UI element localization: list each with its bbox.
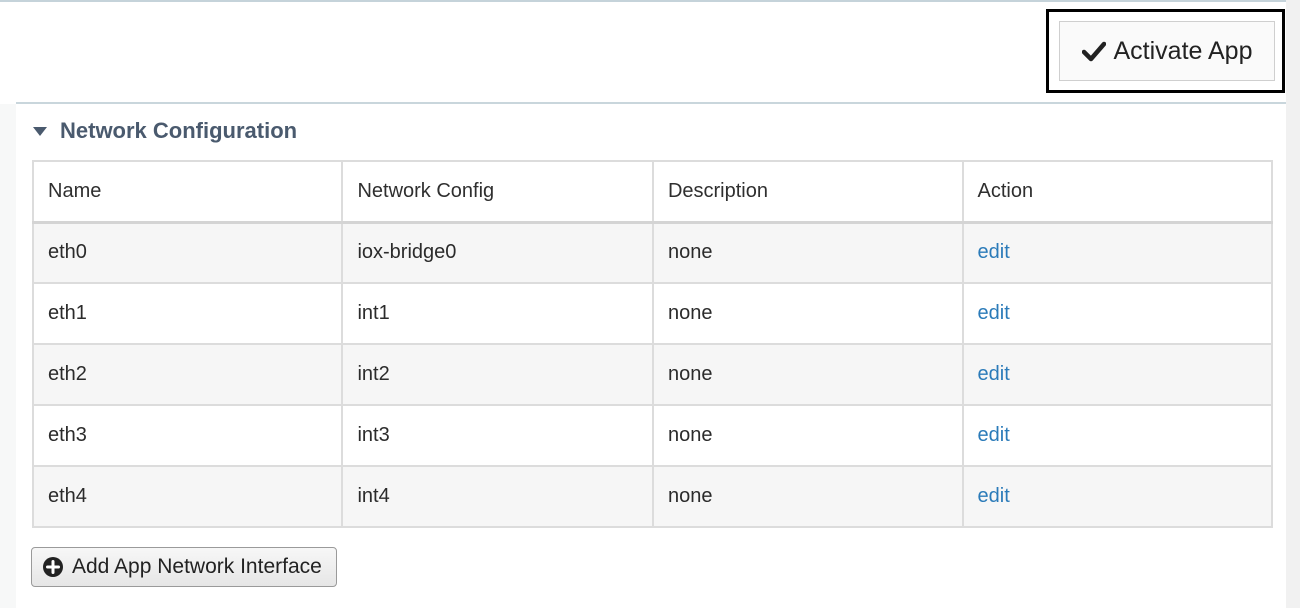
section-title: Network Configuration	[60, 118, 298, 143]
cell-network-config: int2	[341, 343, 654, 406]
cell-description: none	[651, 221, 964, 284]
edit-link[interactable]: edit	[977, 363, 1010, 385]
cell-network-config: int4	[341, 465, 654, 528]
table-row: eth0 iox-bridge0 none edit	[31, 221, 1274, 284]
activate-app-button[interactable]: Activate App	[1059, 21, 1275, 81]
table-row: eth2 int2 none edit	[31, 343, 1274, 406]
toolbar-divider	[16, 102, 1286, 104]
cell-action: edit	[961, 282, 1274, 345]
plus-circle-icon	[42, 556, 64, 578]
cell-description: none	[651, 343, 964, 406]
edit-link[interactable]: edit	[977, 302, 1010, 324]
cell-description: none	[651, 465, 964, 528]
cell-name: eth2	[31, 343, 344, 406]
table-row: eth1 int1 none edit	[31, 282, 1274, 345]
cell-action: edit	[961, 465, 1274, 528]
cell-name: eth0	[31, 221, 344, 284]
column-header-network-config: Network Config	[341, 160, 654, 224]
column-header-description: Description	[651, 160, 964, 224]
edit-link[interactable]: edit	[977, 241, 1010, 264]
cell-name: eth3	[31, 404, 344, 467]
cell-network-config: iox-bridge0	[341, 221, 654, 284]
network-config-toggle[interactable]: Network Configuration	[32, 118, 297, 144]
add-app-network-interface-label: Add App Network Interface	[72, 555, 322, 578]
cell-network-config: int1	[341, 282, 654, 345]
network-config-table: Name Network Config Description Action e…	[31, 160, 1274, 528]
edit-link[interactable]: edit	[977, 424, 1010, 446]
caret-down-icon	[32, 125, 48, 137]
table-row: eth4 int4 none edit	[31, 465, 1274, 528]
cell-network-config: int3	[341, 404, 654, 467]
scrollbar-gutter	[1286, 0, 1300, 608]
edit-link[interactable]: edit	[977, 485, 1010, 507]
table-row: eth3 int3 none edit	[31, 404, 1274, 467]
cell-name: eth4	[31, 465, 344, 528]
table-header-row: Name Network Config Description Action	[31, 160, 1274, 224]
cell-action: edit	[961, 404, 1274, 467]
cell-description: none	[651, 404, 964, 467]
activate-app-label: Activate App	[1113, 36, 1253, 65]
cell-action: edit	[961, 221, 1274, 284]
cell-description: none	[651, 282, 964, 345]
column-header-action: Action	[961, 160, 1274, 224]
checkmark-icon	[1081, 40, 1106, 62]
cell-action: edit	[961, 343, 1274, 406]
add-app-network-interface-button[interactable]: Add App Network Interface	[31, 547, 337, 587]
column-header-name: Name	[31, 160, 344, 224]
cell-name: eth1	[31, 282, 344, 345]
